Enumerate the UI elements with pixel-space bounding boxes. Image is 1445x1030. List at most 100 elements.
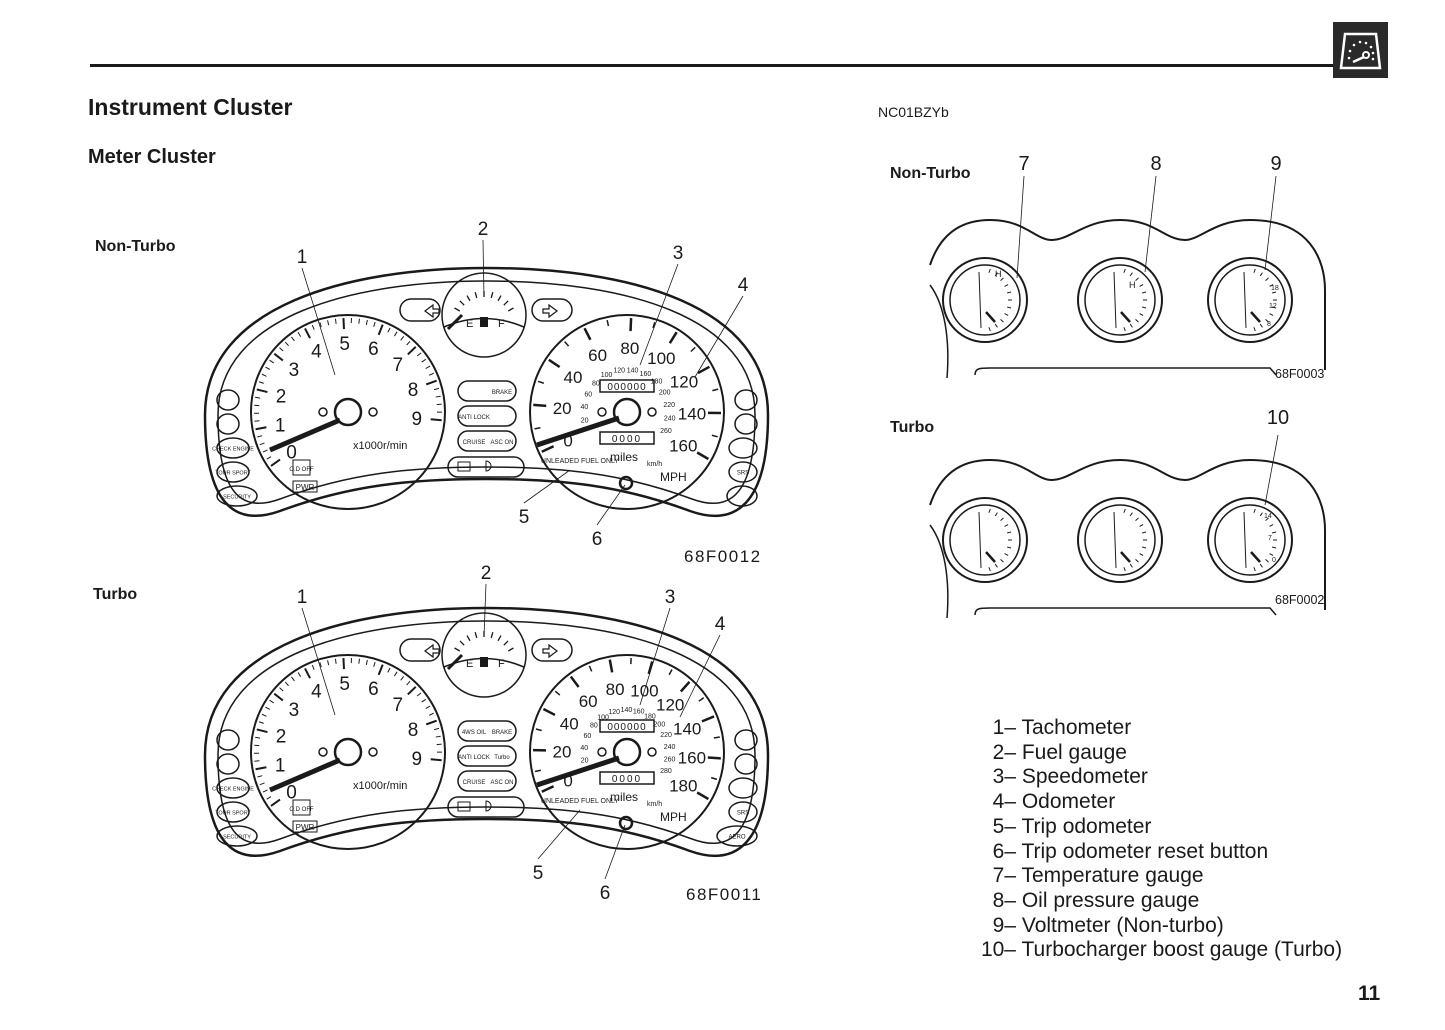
speedo-tick [690, 346, 696, 353]
round-gauge-tick [1007, 531, 1012, 534]
round-gauge-tick [1253, 327, 1256, 332]
tach-tick [334, 318, 337, 324]
left-warning-lamp [216, 485, 258, 507]
round-gauge-tick [1259, 563, 1263, 568]
kmh-number: 240 [664, 744, 676, 751]
callout-number: 6 [592, 529, 603, 550]
round-gauge-needle [1250, 311, 1261, 323]
speedo-tick [548, 358, 561, 369]
tach-lamp [368, 407, 378, 417]
kmh-number: 60 [584, 391, 592, 398]
round-gauge-tick [1269, 553, 1274, 556]
round-gauge-tick [1004, 524, 1009, 527]
round-gauge-tick [1269, 313, 1274, 316]
tach-hub [333, 737, 363, 767]
doc-code: NC01BZYb [878, 104, 949, 120]
tach-tick [256, 388, 268, 394]
speedo-tick [542, 707, 556, 717]
warning-lamp-label: ANTI LOCK [458, 755, 490, 761]
turn-right-indicator-arrow-icon [542, 303, 558, 319]
left-warning-lamp-label: TOUR SPORT [215, 471, 251, 477]
fuel-tick [466, 295, 471, 302]
turn-right-indicator-arrow-icon [542, 643, 558, 659]
callout-number: 1 [297, 247, 308, 268]
warning-lamp [457, 745, 517, 767]
tach-tick [255, 766, 267, 771]
warning-lamp [457, 380, 517, 402]
right-warning-lamp [734, 753, 758, 775]
kmh-number: 260 [660, 428, 672, 435]
round-gauge-tick [1129, 563, 1133, 568]
left-warning-lamp [216, 461, 250, 483]
kmh-number: 100 [601, 372, 613, 379]
fuel-needle [446, 313, 464, 331]
round-gauge-tick [994, 563, 998, 568]
tach-tick [257, 435, 263, 438]
tach-tick [428, 712, 434, 716]
right-warning-lamp [728, 777, 758, 799]
mph-number: 140 [673, 719, 701, 738]
tach-number: 8 [408, 380, 419, 401]
fuel-note: UNLEADED FUEL ONLY [541, 458, 620, 465]
tach-number: 7 [392, 695, 403, 716]
tach-number: 8 [408, 720, 419, 741]
tach-tick [265, 366, 271, 370]
turbo-label: Turbo [93, 586, 138, 603]
callout-number: 4 [738, 275, 749, 296]
round-gauge-tick [1000, 559, 1004, 563]
round-gauge-tick [1253, 268, 1256, 273]
tach-tick [394, 671, 398, 677]
tach-tick [407, 346, 417, 356]
tach-tick [279, 687, 284, 692]
odometer-display [599, 379, 655, 393]
tach-tick [266, 796, 272, 800]
left-warning-lamp-label: SECURITY [223, 835, 251, 841]
round-gauge-tick [1135, 319, 1139, 323]
round-gauge-tick [1259, 512, 1263, 517]
tach-tick [291, 336, 295, 342]
round-gauge-tick [994, 272, 998, 277]
round-gauge-face [949, 264, 1021, 336]
speedo-tick [679, 680, 691, 693]
speedo-tick [713, 736, 720, 739]
mph-number: 20 [553, 399, 572, 418]
callout-number: 3 [665, 587, 676, 608]
speedo-tick [697, 365, 711, 375]
tach-tick [428, 372, 434, 376]
speedo-tick [541, 785, 555, 793]
round-gauge-face [1214, 264, 1286, 336]
fuel-full-label: F [498, 658, 505, 670]
tach-tick [311, 324, 315, 330]
tach-number: 9 [411, 749, 422, 770]
callout-number: 5 [519, 507, 530, 528]
speedo-tick [534, 427, 541, 430]
tach-tick [407, 686, 417, 696]
legend-item: 2– Fuel gauge [992, 740, 1127, 764]
mph-number: 160 [669, 437, 697, 456]
speedo-needle [536, 415, 620, 448]
round-gauge-tick [1265, 559, 1269, 563]
tach-tick [257, 775, 263, 778]
callout-leader [1144, 175, 1157, 273]
tach-tick [297, 332, 302, 337]
boost-number: 7 [1268, 535, 1272, 542]
fuel-tick [454, 307, 461, 312]
round-gauge-arc [1113, 511, 1117, 569]
warning-lamp [457, 770, 517, 792]
miles-label: miles [610, 450, 638, 464]
legend-item: 3– Speedometer [992, 765, 1148, 789]
round-gauge-tick [1129, 272, 1133, 277]
right-warning-lamp [734, 413, 758, 435]
round-gauge-tick [1123, 567, 1126, 572]
tach-number: 4 [311, 342, 322, 363]
right-warning-lamp [734, 389, 758, 411]
left-warning-lamp [216, 437, 250, 459]
tach-tick [365, 659, 368, 666]
tach-tick [435, 735, 441, 738]
voltmeter-number: 18 [1271, 285, 1279, 292]
right-warning-lamp-label: SRS [737, 811, 749, 817]
round-gauge-needle [985, 311, 996, 323]
tach-tick [262, 789, 268, 793]
trip-reset-button [618, 475, 634, 491]
